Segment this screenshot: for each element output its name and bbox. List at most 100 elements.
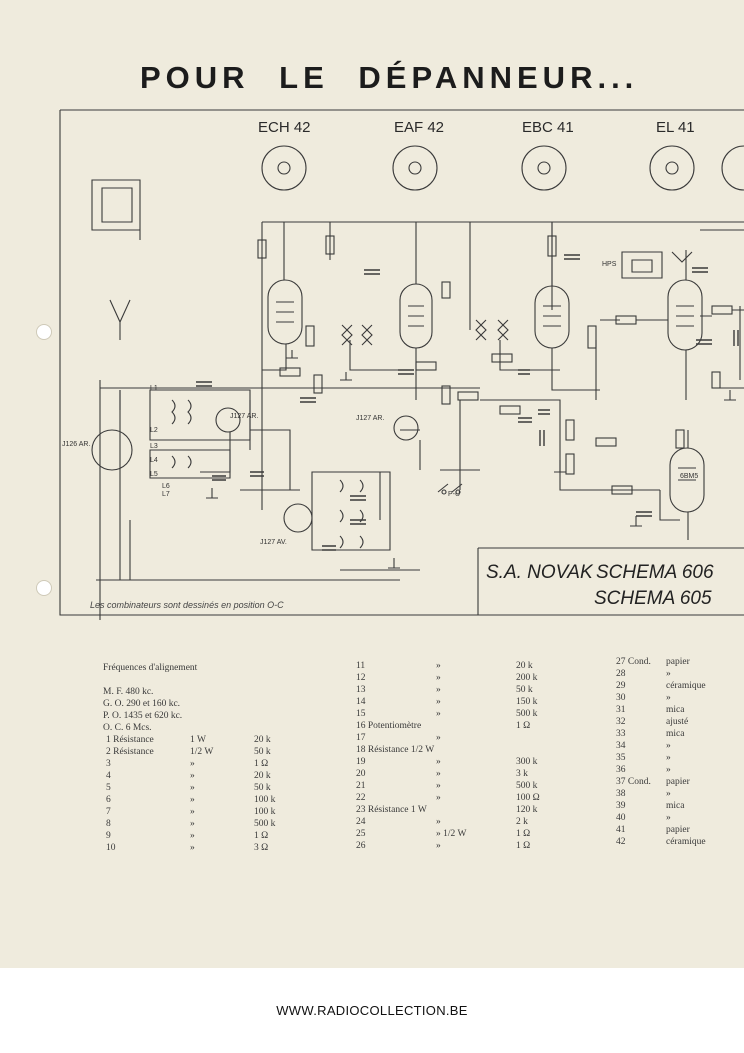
parts-cell: papier [666, 825, 690, 835]
parts-cell: 1 Ω [254, 759, 269, 769]
parts-cell: » [436, 697, 441, 707]
parts-row: 10»3 Ω [106, 842, 306, 854]
parts-cell: » [666, 789, 671, 799]
parts-cell: » [666, 669, 671, 679]
parts-cell: 16 Potentiomètre [356, 721, 422, 731]
svg-text:L4: L4 [150, 457, 158, 464]
parts-cell: 40 [616, 813, 626, 823]
parts-cell: » [436, 781, 441, 791]
parts-row: 27 Cond. papier [616, 656, 736, 668]
parts-cell: 21 [356, 781, 366, 791]
parts-row: 36» [616, 764, 736, 776]
parts-cell: » [666, 813, 671, 823]
svg-text:L5: L5 [150, 471, 158, 478]
alignment-heading: Fréquences d'alignement [103, 663, 198, 673]
page-title: POUR LE DÉPANNEUR... [140, 60, 639, 95]
parts-cell: 12 [356, 673, 366, 683]
resistors [257, 235, 733, 495]
parts-cell: 32 [616, 717, 626, 727]
parts-cell: 13 [356, 685, 366, 695]
parts-cell: » [190, 783, 195, 793]
parts-row: 4»20 k [106, 770, 306, 782]
svg-text:J126 AR.: J126 AR. [62, 441, 90, 448]
parts-cell: » [666, 693, 671, 703]
parts-cell: mica [666, 705, 685, 715]
parts-cell: 4 [106, 771, 111, 781]
parts-cell: 27 Cond. [616, 657, 651, 667]
parts-row: 38» [616, 788, 736, 800]
parts-cell: 25 [356, 829, 366, 839]
parts-cell: 100 Ω [516, 793, 540, 803]
parts-row: 11»20 k [356, 660, 544, 672]
parts-row: 12»200 k [356, 672, 544, 684]
parts-row: 9»1 Ω [106, 830, 306, 842]
parts-cell: 36 [616, 765, 626, 775]
svg-text:6BM5: 6BM5 [680, 473, 698, 480]
parts-cell: 100 k [254, 807, 276, 817]
svg-text:L6: L6 [162, 483, 170, 490]
parts-cell: » [190, 759, 195, 769]
parts-cell: 200 k [516, 673, 538, 683]
parts-cell: » [436, 685, 441, 695]
parts-row: 35» [616, 752, 736, 764]
parts-cell: 5 [106, 783, 111, 793]
svg-text:L1: L1 [150, 385, 158, 392]
parts-row: 24»2 k [356, 816, 544, 828]
parts-row: 34» [616, 740, 736, 752]
parts-cell: 150 k [516, 697, 538, 707]
parts-row: 6»100 k [106, 794, 306, 806]
parts-cell: 500 k [254, 819, 276, 829]
parts-row: 14»150 k [356, 696, 544, 708]
parts-cell: céramique [666, 681, 706, 691]
parts-cell: papier [666, 657, 690, 667]
svg-text:HPS: HPS [602, 261, 617, 268]
tube-label-ebc41: EBC 41 [522, 119, 574, 136]
parts-cell: » [190, 771, 195, 781]
parts-row: 28» [616, 668, 736, 680]
parts-cell: 1 Ω [516, 841, 531, 851]
parts-cell: 3 [106, 759, 111, 769]
parts-cell: 17 [356, 733, 366, 743]
svg-text:J127 AR.: J127 AR. [230, 413, 258, 420]
parts-cell: 300 k [516, 757, 538, 767]
parts-cell: 2 k [516, 817, 528, 827]
parts-cell: » [436, 757, 441, 767]
schema-number-alt: SCHEMA 605 [594, 588, 712, 609]
parts-cell: 120 k [516, 805, 538, 815]
parts-cell: » [190, 843, 195, 853]
parts-cell: 1 Résistance [106, 735, 154, 745]
parts-cell: 6 [106, 795, 111, 805]
parts-cell: 34 [616, 741, 626, 751]
parts-cell: mica [666, 729, 685, 739]
svg-text:L7: L7 [162, 491, 170, 498]
alignment-frequencies: Fréquences d'alignement M. F. 480 kc. G.… [103, 662, 303, 734]
parts-cell: 20 k [254, 735, 271, 745]
tube-base-diagrams [261, 145, 744, 191]
parts-cell: 1 Ω [254, 831, 269, 841]
parts-cell: 1/2 W [190, 747, 214, 757]
schema-number: SCHEMA 606 [596, 562, 714, 583]
parts-row: 20»3 k [356, 768, 544, 780]
svg-text:L2: L2 [150, 427, 158, 434]
parts-cell: 500 k [516, 781, 538, 791]
parts-cell: 1 Ω [516, 829, 531, 839]
schematic-labels: L1 L2 L3 L4 L5 L6 L7 J127 AR. J127 AR. J… [62, 261, 698, 546]
svg-text:P-U: P-U [448, 491, 460, 498]
parts-cell: mica [666, 801, 685, 811]
parts-cell: 10 [106, 843, 116, 853]
parts-cell: 2 Résistance [106, 747, 154, 757]
parts-cell: 8 [106, 819, 111, 829]
parts-row: 37 Cond.papier [616, 776, 736, 788]
